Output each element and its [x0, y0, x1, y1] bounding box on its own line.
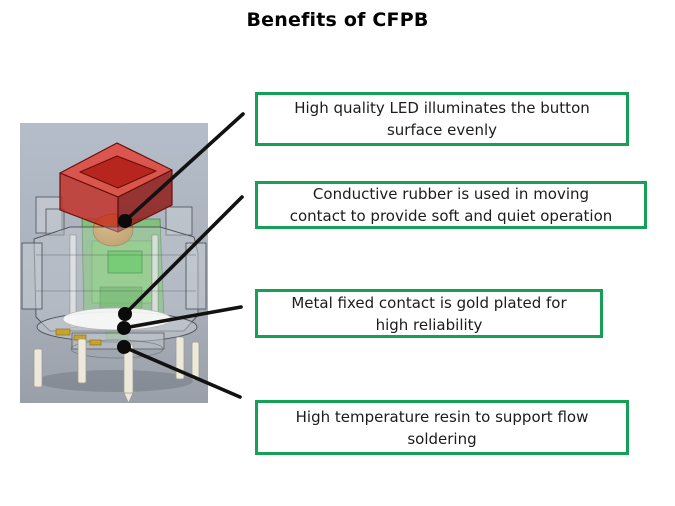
callout-text: Metal fixed contact is gold plated for: [291, 293, 567, 312]
callout-box-metal-fixed-contact: Metal fixed contact is gold plated for h…: [255, 289, 603, 338]
callout-text: surface evenly: [386, 121, 498, 139]
callout-text: high reliability: [375, 315, 483, 334]
callout-text: High quality LED illuminates the button: [294, 99, 590, 117]
callout-text: soldering: [407, 429, 477, 448]
floor-shadow: [37, 370, 193, 392]
pushbutton-3d-render: [20, 123, 208, 404]
callout-text: Conductive rubber is used in moving: [312, 185, 590, 203]
callout-box-high-temp-resin: High temperature resin to support flow s…: [255, 400, 629, 455]
product-render-image: [20, 123, 208, 404]
callout-box-led: High quality LED illuminates the button …: [255, 92, 629, 146]
callout-text: contact to provide soft and quiet operat…: [289, 207, 613, 225]
callout-box-conductive-rubber: Conductive rubber is used in moving cont…: [255, 181, 647, 229]
callout-text: High temperature resin to support flow: [295, 407, 589, 426]
page-title: Benefits of CFPB: [246, 9, 429, 31]
